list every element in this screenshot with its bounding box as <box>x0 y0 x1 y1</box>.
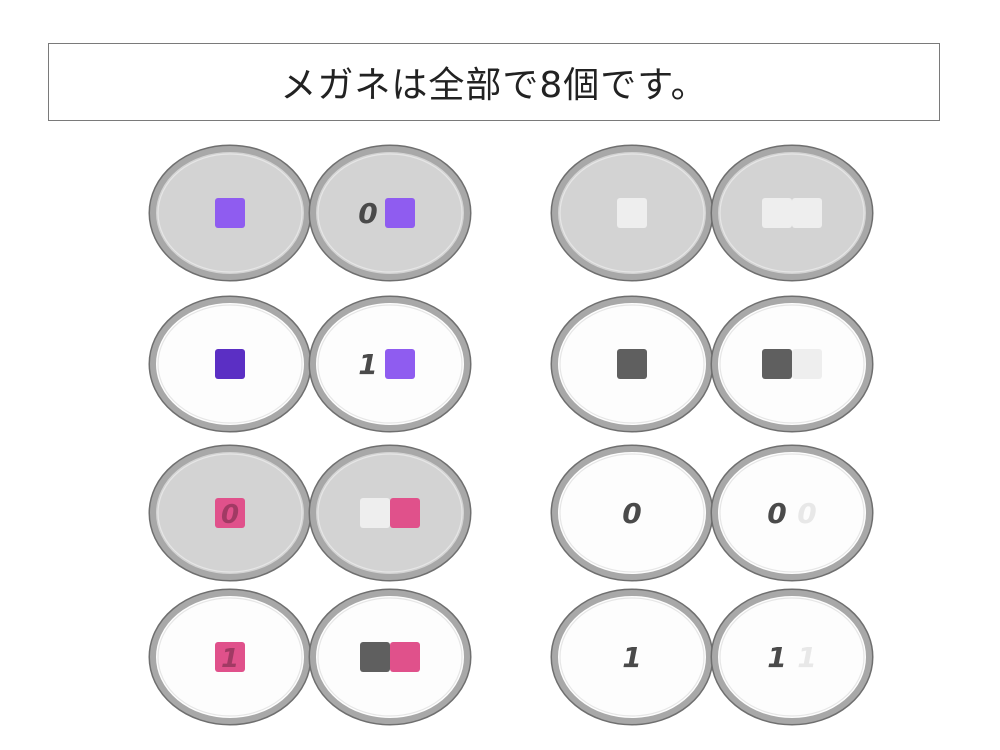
square-marker <box>360 498 390 528</box>
right-lens <box>712 446 872 580</box>
digit-marker: 0 <box>221 500 239 530</box>
glasses-4: 1 <box>148 588 472 726</box>
glasses-3: 0 <box>148 444 472 582</box>
digit-marker: 1 <box>221 644 239 674</box>
glasses-5 <box>550 144 874 282</box>
glasses-2: 1 <box>148 295 472 433</box>
square-marker <box>617 198 647 228</box>
digit-marker: 1 <box>767 641 786 674</box>
square-marker <box>215 498 245 528</box>
left-lens <box>552 446 712 580</box>
square-marker <box>762 349 792 379</box>
digit-marker: 0 <box>358 197 377 230</box>
title-box: メガネは全部で8個です。 <box>48 43 940 121</box>
glasses-1: 0 <box>148 144 472 282</box>
square-marker <box>385 349 415 379</box>
square-marker <box>385 198 415 228</box>
digit-marker: 1 <box>622 641 641 674</box>
square-marker <box>792 349 822 379</box>
square-marker <box>215 198 245 228</box>
square-marker <box>792 198 822 228</box>
square-marker <box>617 349 647 379</box>
digit-marker: 1 <box>358 348 377 381</box>
square-marker <box>390 642 420 672</box>
left-lens <box>552 590 712 724</box>
digit-marker: 1 <box>797 641 816 674</box>
digit-marker: 0 <box>622 497 641 530</box>
square-marker <box>762 198 792 228</box>
title-text: メガネは全部で8個です。 <box>280 65 708 106</box>
square-marker <box>215 642 245 672</box>
right-lens <box>712 590 872 724</box>
digit-marker: 0 <box>797 497 816 530</box>
digit-marker: 0 <box>767 497 786 530</box>
square-marker <box>215 349 245 379</box>
square-marker <box>360 642 390 672</box>
glasses-6 <box>550 295 874 433</box>
square-marker <box>390 498 420 528</box>
